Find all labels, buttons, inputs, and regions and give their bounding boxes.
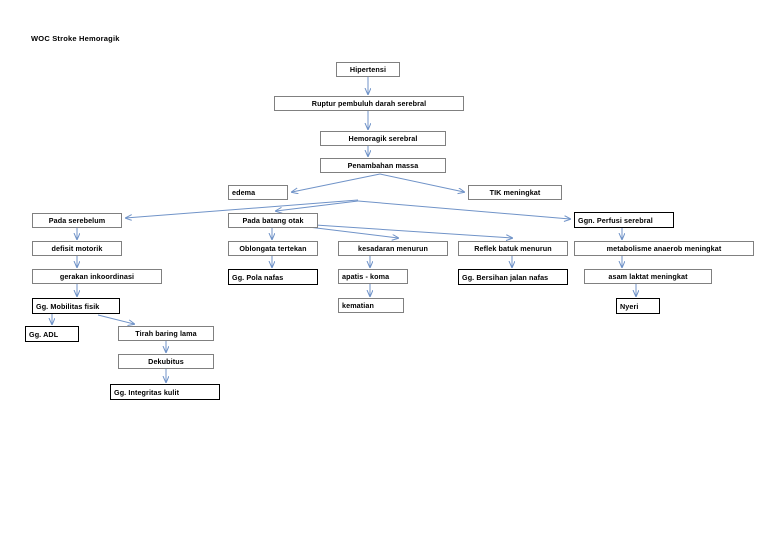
node-label: Gg. Integritas kulit — [114, 387, 180, 397]
node-polanafas: Gg. Pola nafas — [228, 269, 318, 285]
arrow-batangotak-reflek — [299, 223, 512, 238]
node-label: Gg. Mobilitas fisik — [36, 301, 100, 311]
node-label: Pada serebelum — [48, 216, 106, 225]
arrow-penambahan-tik — [379, 173, 464, 192]
node-label: edema — [232, 188, 256, 197]
arrow-edema-batangotak — [276, 200, 359, 211]
arrow-penambahan-edema — [292, 173, 381, 192]
node-label: Tirah baring lama — [135, 329, 197, 338]
node-label: Dekubitus — [148, 357, 184, 366]
node-label: Gg. Bersihan jalan nafas — [462, 272, 549, 282]
node-label: Pada batang otak — [242, 216, 304, 225]
node-label: kematian — [342, 301, 374, 310]
arrow-edema-perfusi — [357, 200, 570, 219]
node-label: kesadaran menurun — [357, 244, 428, 253]
node-label: metabolisme anaerob meningkat — [606, 244, 722, 253]
node-mobilitas: Gg. Mobilitas fisik — [32, 298, 120, 314]
node-dekubitus: Dekubitus — [118, 354, 214, 369]
node-perfusi: Ggn. Perfusi serebral — [574, 212, 674, 228]
node-label: Penambahan massa — [347, 161, 419, 170]
node-label: Oblongata tertekan — [239, 244, 307, 253]
arrow-mobilitas-tirah — [97, 314, 134, 324]
node-penambahan: Penambahan massa — [320, 158, 446, 173]
node-metabolisme: metabolisme anaerob meningkat — [574, 241, 754, 256]
node-label: Hemoragik serebral — [348, 134, 418, 143]
node-batangotak: Pada batang otak — [228, 213, 318, 228]
node-edema: edema — [228, 185, 288, 200]
node-hemoragik: Hemoragik serebral — [320, 131, 446, 146]
node-tirah: Tirah baring lama — [118, 326, 214, 341]
node-hipertensi: Hipertensi — [336, 62, 400, 77]
node-adl: Gg. ADL — [25, 326, 79, 342]
node-label: defisit motorik — [51, 244, 103, 253]
node-nyeri: Nyeri — [616, 298, 660, 314]
node-label: Gg. ADL — [29, 329, 59, 339]
node-serebelum: Pada serebelum — [32, 213, 122, 228]
node-label: TIK meningkat — [489, 188, 541, 197]
node-ruptur: Ruptur pembuluh darah serebral — [274, 96, 464, 111]
node-label: Reflek batuk menurun — [474, 244, 552, 253]
node-bersihan: Gg. Bersihan jalan nafas — [458, 269, 568, 285]
node-integritas: Gg. Integritas kulit — [110, 384, 220, 400]
node-label: apatis - koma — [342, 272, 390, 281]
node-reflek: Reflek batuk menurun — [458, 241, 568, 256]
node-label: Ggn. Perfusi serebral — [578, 215, 653, 225]
node-kematian: kematian — [338, 298, 404, 313]
node-inkoordinasi: gerakan inkoordinasi — [32, 269, 162, 284]
node-label: Nyeri — [620, 301, 639, 311]
node-defisit: defisit motorik — [32, 241, 122, 256]
node-tik: TIK meningkat — [468, 185, 562, 200]
node-label: Hipertensi — [349, 65, 387, 74]
node-oblongata: Oblongata tertekan — [228, 241, 318, 256]
node-label: Ruptur pembuluh darah serebral — [311, 99, 427, 108]
node-kesadaran: kesadaran menurun — [338, 241, 448, 256]
page-title: WOC Stroke Hemoragik — [31, 34, 120, 43]
node-label: asam laktat meningkat — [608, 272, 688, 281]
node-apatis: apatis - koma — [338, 269, 408, 284]
node-laktat: asam laktat meningkat — [584, 269, 712, 284]
node-label: Gg. Pola nafas — [232, 272, 284, 282]
node-label: gerakan inkoordinasi — [59, 272, 135, 281]
